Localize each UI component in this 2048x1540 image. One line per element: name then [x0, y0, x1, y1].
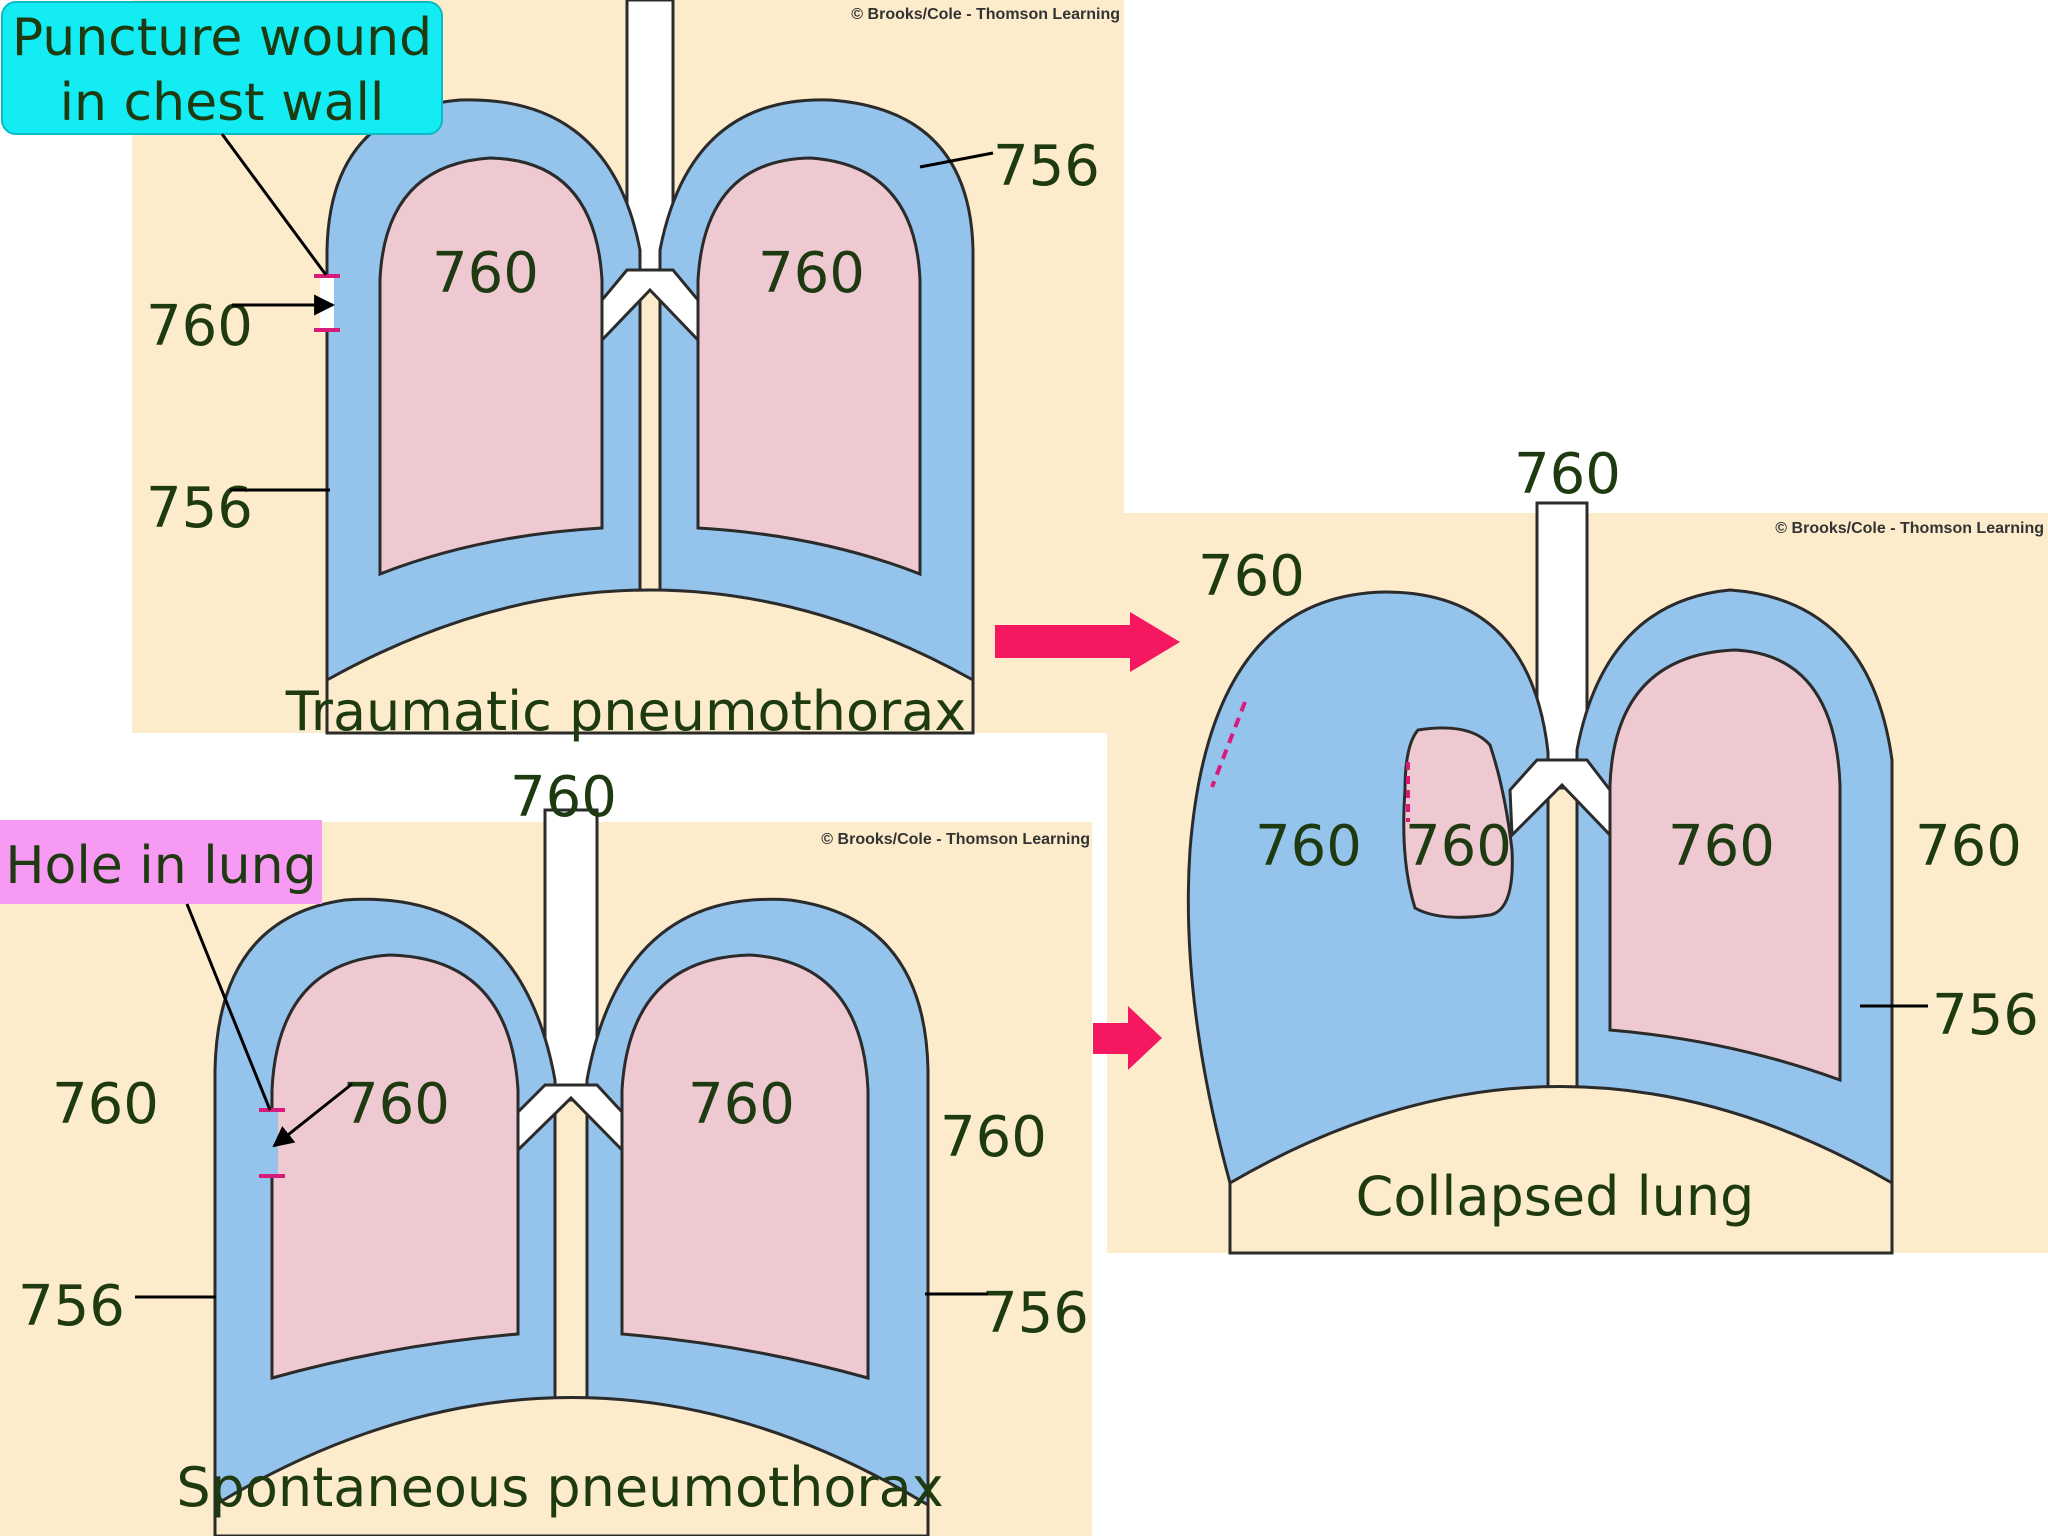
puncture-wound-callout-line2: in chest wall — [60, 73, 385, 133]
arrow-traumatic-to-collapsed — [995, 612, 1180, 672]
traumatic-left-lung — [378, 156, 604, 577]
collapsed-right-lung — [1608, 648, 1842, 1083]
spontaneous-outside-right-pressure: 760 — [940, 1105, 1047, 1170]
traumatic-bronchi — [600, 268, 700, 344]
hole-in-lung-callout — [0, 820, 322, 904]
collapsed-top-left-pressure: 760 — [1198, 544, 1305, 609]
spontaneous-diaphragm — [213, 1396, 930, 1538]
spontaneous-bronchi — [516, 1083, 624, 1154]
spontaneous-panel: © Brooks/Cole - Thomson Learning 760 760… — [0, 765, 1092, 1538]
spontaneous-caption: Spontaneous pneumothorax — [176, 1456, 943, 1519]
spontaneous-hole-pressure: 760 — [343, 1072, 450, 1137]
traumatic-wound-gap — [320, 276, 334, 330]
collapsed-caption: Collapsed lung — [1356, 1165, 1755, 1228]
hole-in-lung-pointer — [185, 903, 272, 1111]
spontaneous-trachea — [543, 808, 599, 1102]
traumatic-diaphragm — [325, 588, 975, 735]
arrow-spontaneous-to-collapsed — [1093, 1006, 1162, 1070]
traumatic-pleural-right-pressure: 756 — [993, 134, 1100, 199]
traumatic-right-lung — [696, 156, 922, 577]
puncture-wound-pointer — [220, 133, 328, 276]
traumatic-panel: © Brooks/Cole - Thomson Learning 760 760… — [1, 0, 1124, 743]
collapsed-wall-mark — [1210, 701, 1247, 788]
traumatic-lung-left-pressure: 760 — [432, 241, 539, 306]
spontaneous-pleural-left-pressure: 756 — [18, 1274, 125, 1339]
traumatic-caption: Traumatic pneumothorax — [285, 680, 967, 743]
collapsed-left-lung — [1402, 726, 1514, 919]
collapsed-pleural-right-pressure: 756 — [1932, 983, 2039, 1048]
spontaneous-right-lung — [620, 953, 870, 1380]
collapsed-right-lung-pressure: 760 — [1668, 814, 1775, 879]
collapsed-credit: © Brooks/Cole - Thomson Learning — [1775, 520, 2044, 537]
spontaneous-left-lung — [270, 953, 520, 1380]
traumatic-credit: © Brooks/Cole - Thomson Learning — [851, 6, 1120, 23]
collapsed-diaphragm — [1228, 1085, 1894, 1255]
traumatic-lung-right-pressure: 760 — [758, 241, 865, 306]
traumatic-pleural-left-pressure: 756 — [146, 476, 253, 541]
spontaneous-trachea-pressure: 760 — [510, 765, 617, 830]
spontaneous-credit: © Brooks/Cole - Thomson Learning — [821, 831, 1090, 848]
collapsed-cavity-pressure: 760 — [1255, 814, 1362, 879]
collapsed-bronchi — [1508, 758, 1612, 839]
collapsed-trachea-pressure: 760 — [1514, 442, 1621, 507]
spontaneous-outside-left-pressure: 760 — [52, 1072, 159, 1137]
spontaneous-hole-arrow — [272, 1082, 353, 1148]
collapsed-outside-right-pressure: 760 — [1915, 814, 2022, 879]
collapsed-panel: © Brooks/Cole - Thomson Learning 760 760… — [1107, 442, 2048, 1255]
collapsed-lung-pressure: 760 — [1405, 814, 1512, 879]
puncture-wound-callout-line1: Puncture wound — [12, 8, 432, 68]
spontaneous-pleural-right-pressure: 756 — [982, 1281, 1089, 1346]
traumatic-pleural-right-leader — [919, 151, 994, 169]
spontaneous-lung-right-pressure: 760 — [688, 1072, 795, 1137]
hole-in-lung-callout-text: Hole in lung — [5, 836, 316, 896]
